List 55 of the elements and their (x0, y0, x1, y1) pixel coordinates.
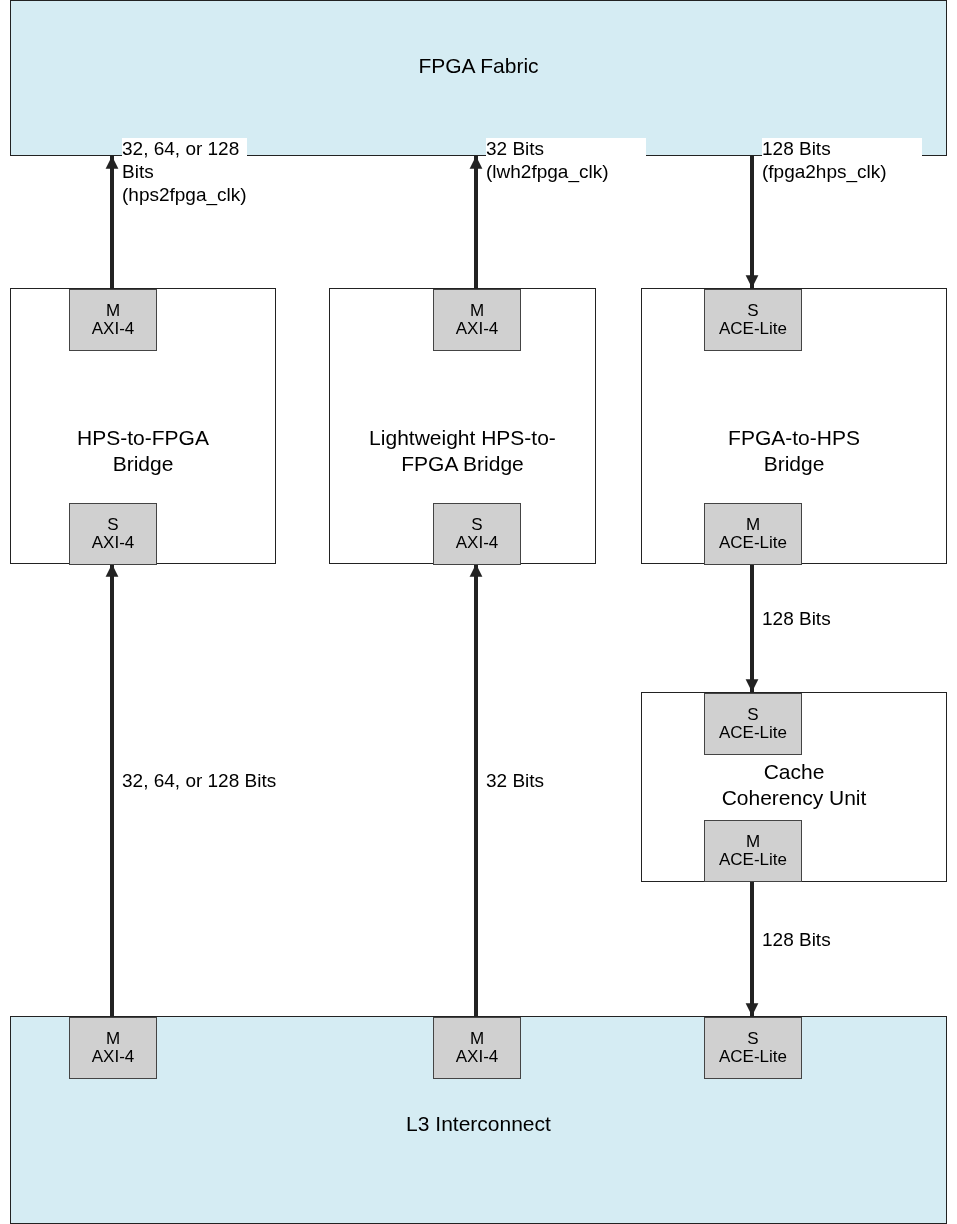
block-title: FPGA-to-HPS Bridge (727, 425, 861, 478)
port-label: M (469, 1030, 485, 1048)
port-label: ACE-Lite (719, 724, 787, 742)
port-box (69, 503, 157, 565)
block-title: Lightweight HPS-to-FPGA Bridge (368, 425, 557, 478)
port-box (433, 289, 521, 351)
port-label: ACE-Lite (719, 320, 787, 338)
arrow (745, 881, 759, 1016)
port-label: ACE-Lite (719, 1048, 787, 1066)
port-label: ACE-Lite (719, 851, 787, 869)
block-title: Cache Coherency Unit (720, 759, 868, 812)
edge-label: 128 Bits (fpga2hps_clk) (762, 138, 922, 184)
port-label: AXI-4 (455, 320, 499, 338)
port-label: AXI-4 (91, 1048, 135, 1066)
port-box (704, 503, 802, 565)
arrow (469, 564, 483, 1016)
port-label: S (747, 706, 759, 724)
edge-label: 32, 64, or 128 Bits (hps2fpga_clk) (122, 138, 247, 207)
edge-label: 32 Bits (lwh2fpga_clk) (486, 138, 646, 184)
port-box (704, 693, 802, 755)
port-label: M (745, 833, 761, 851)
port-box (433, 503, 521, 565)
block-title: HPS-to-FPGA Bridge (76, 425, 210, 478)
arrow (745, 564, 759, 692)
bridge-box (329, 288, 596, 564)
block-box (10, 1016, 947, 1224)
bridge-box (641, 288, 947, 564)
port-label: M (469, 302, 485, 320)
port-box (433, 1017, 521, 1079)
port-label: M (105, 302, 121, 320)
port-label: AXI-4 (91, 534, 135, 552)
port-label: AXI-4 (455, 534, 499, 552)
port-label: AXI-4 (91, 320, 135, 338)
port-box (704, 289, 802, 351)
block-box (10, 0, 947, 156)
port-label: AXI-4 (455, 1048, 499, 1066)
bridge-box (10, 288, 276, 564)
block-title: FPGA Fabric (417, 53, 540, 79)
port-box (704, 820, 802, 882)
port-label: ACE-Lite (719, 534, 787, 552)
port-label: S (747, 302, 759, 320)
port-box (69, 1017, 157, 1079)
arrow (105, 156, 119, 288)
arrow (469, 156, 483, 288)
bridge-box (641, 692, 947, 882)
arrow (745, 156, 759, 288)
port-box (704, 1017, 802, 1079)
arrow (105, 564, 119, 1016)
port-label: S (747, 1030, 759, 1048)
port-label: M (105, 1030, 121, 1048)
port-box (69, 289, 157, 351)
port-label: S (107, 516, 119, 534)
port-label: M (745, 516, 761, 534)
block-title: L3 Interconnect (405, 1111, 552, 1137)
port-label: S (471, 516, 483, 534)
